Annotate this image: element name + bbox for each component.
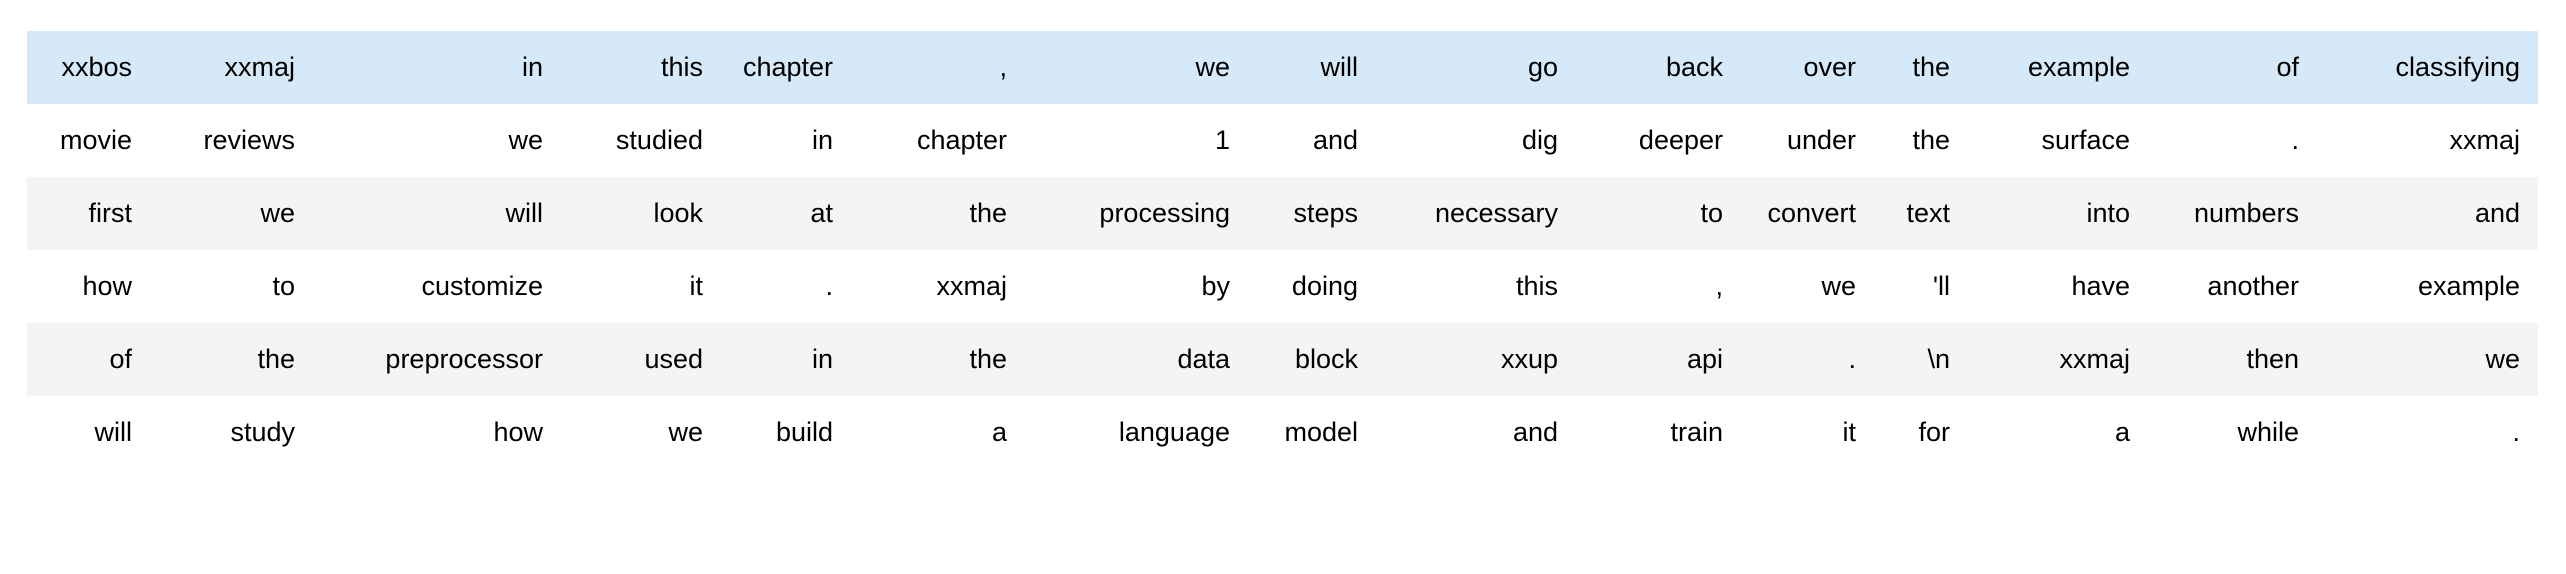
token-cell: while [2237, 417, 2299, 447]
token-cell: a [991, 417, 1007, 447]
token-cell: . [2291, 125, 2299, 155]
token-cell: then [2148, 323, 2317, 396]
token-cell: model [1284, 417, 1358, 447]
token-cell: reviews [203, 125, 295, 155]
token-cell: we [1821, 271, 1856, 301]
token-cell: first [27, 177, 150, 250]
token-cell: this [1515, 271, 1558, 301]
token-cell: will [94, 417, 133, 447]
token-cell: we [508, 125, 543, 155]
token-cell: 1 [1214, 125, 1230, 155]
token-cell: over [1741, 31, 1874, 104]
token-cell: into [1968, 177, 2148, 250]
token-cell: go [1376, 31, 1576, 104]
token-cell: xxmaj [1968, 323, 2148, 396]
token-cell: we [150, 177, 313, 250]
token-cell: the [150, 323, 313, 396]
token-cell: the [1912, 125, 1950, 155]
token-cell: chapter [916, 125, 1007, 155]
token-cell: train [1670, 417, 1723, 447]
token-cell: , [1715, 271, 1723, 301]
token-cell: classifying [2317, 31, 2538, 104]
token-cell: by [1201, 271, 1230, 301]
token-cell: deeper [1638, 125, 1723, 155]
token-cell: xxmaj [2449, 125, 2520, 155]
token-cell: steps [1248, 177, 1376, 250]
token-cell: in [721, 323, 851, 396]
token-cell: in [313, 31, 561, 104]
token-cell: of [27, 323, 150, 396]
token-row: movie reviews we studied in chapter 1 and dig dee… [27, 104, 2538, 177]
token-cell: and [1512, 417, 1558, 447]
token-cell: the [851, 323, 1025, 396]
token-cell: convert [1741, 177, 1874, 250]
token-cell: 'll [1932, 271, 1950, 301]
token-cell: example [1968, 31, 2148, 104]
token-cell: preprocessor [313, 323, 561, 396]
token-cell: . [825, 271, 833, 301]
token-cell: we [1025, 31, 1248, 104]
token-cell: at [721, 177, 851, 250]
token-cell: api [1576, 323, 1741, 396]
token-cell: to [1576, 177, 1741, 250]
token-cell: in [811, 125, 833, 155]
token-cell: the [1874, 31, 1968, 104]
token-cell: xxbos [27, 31, 150, 104]
token-cell: this [561, 31, 721, 104]
token-cell: xxup [1376, 323, 1576, 396]
token-cell: and [1312, 125, 1358, 155]
token-cell: the [851, 177, 1025, 250]
token-cell: build [775, 417, 833, 447]
token-cell: movie [59, 125, 132, 155]
token-cell: xxmaj [936, 271, 1007, 301]
token-cell: . [1741, 323, 1874, 396]
token-cell: necessary [1376, 177, 1576, 250]
token-cell: it [689, 271, 704, 301]
token-cell: another [2207, 271, 2299, 301]
token-cell: under [1786, 125, 1856, 155]
token-cell: surface [2041, 125, 2130, 155]
token-row: will study how we build a language model and trai… [27, 396, 2538, 469]
token-cell: and [2317, 177, 2538, 250]
token-cell: example [2417, 271, 2520, 301]
token-cell: a [2114, 417, 2130, 447]
token-cell: we [668, 417, 703, 447]
token-cell: study [230, 417, 295, 447]
token-cell: to [272, 271, 295, 301]
token-cell: customize [421, 271, 543, 301]
token-cell: will [313, 177, 561, 250]
token-cell: studied [615, 125, 703, 155]
token-cell: processing [1025, 177, 1248, 250]
token-cell: block [1248, 323, 1376, 396]
token-cell: , [851, 31, 1025, 104]
token-cell: look [561, 177, 721, 250]
token-cell: we [2317, 323, 2538, 396]
token-cell: dig [1521, 125, 1558, 155]
token-cell: numbers [2148, 177, 2317, 250]
token-cell: of [2148, 31, 2317, 104]
token-cell: . [2512, 417, 2520, 447]
token-cell: doing [1291, 271, 1358, 301]
token-cell: data [1025, 323, 1248, 396]
token-cell: xxmaj [150, 31, 313, 104]
token-cell: chapter [721, 31, 851, 104]
token-cell: it [1842, 417, 1857, 447]
token-cell: how [82, 271, 132, 301]
token-cell: \n [1874, 323, 1968, 396]
token-row: how to customize it. xxmaj by doing this, we 'll h… [27, 250, 2538, 323]
token-cell: for [1918, 417, 1950, 447]
token-cell: how [493, 417, 543, 447]
token-cell: language [1118, 417, 1230, 447]
token-cell: have [2071, 271, 2130, 301]
token-cell: back [1576, 31, 1741, 104]
token-cell: text [1874, 177, 1968, 250]
token-cell: will [1248, 31, 1376, 104]
token-cell: used [561, 323, 721, 396]
